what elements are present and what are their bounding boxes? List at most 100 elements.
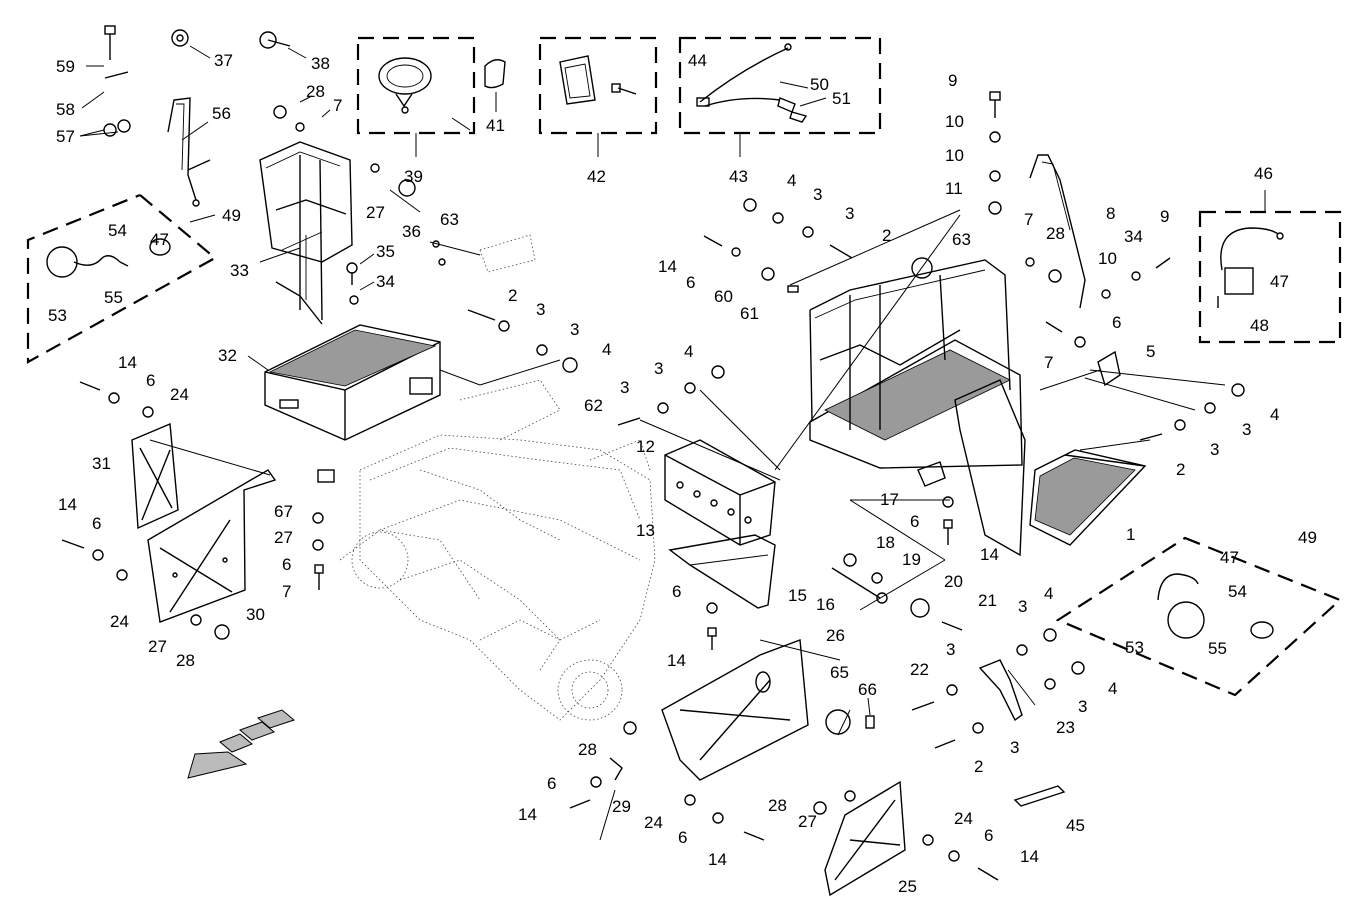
callout-51: 51	[832, 89, 851, 108]
callout-47-c: 47	[1220, 548, 1239, 567]
step-platform-1	[809, 339, 1147, 557]
front-arrow	[187, 709, 296, 779]
callout-2-c: 2	[1176, 460, 1185, 479]
callout-53-a: 53	[48, 306, 67, 325]
callout-7-c: 7	[1044, 353, 1053, 372]
callout-23: 23	[1056, 718, 1075, 737]
callout-5: 5	[1146, 342, 1155, 361]
callout-53-b: 53	[1125, 638, 1144, 657]
callout-3-c: 3	[536, 300, 545, 319]
callout-56: 56	[212, 104, 231, 123]
callout-28-b: 28	[1046, 224, 1065, 243]
callout-49-a: 49	[222, 206, 241, 225]
callout-28-d: 28	[578, 740, 597, 759]
callout-6-i: 6	[678, 828, 687, 847]
callout-36: 36	[402, 222, 421, 241]
callout-28-c: 28	[176, 651, 195, 670]
callout-11: 11	[945, 179, 963, 198]
callout-4-e: 4	[1044, 584, 1053, 603]
kit-box-39	[356, 36, 476, 157]
chassis-frame	[339, 234, 656, 721]
callout-3-f: 3	[620, 378, 629, 397]
callout-3-k: 3	[1078, 697, 1087, 716]
bracket-5	[1097, 350, 1121, 387]
callout-4-b: 4	[602, 340, 611, 359]
callout-24-a: 24	[170, 385, 189, 404]
lens-41	[484, 59, 506, 112]
callout-4-d: 4	[1270, 405, 1279, 424]
callout-62: 62	[584, 396, 603, 415]
grab-handle-56	[167, 97, 211, 207]
kit-box-43	[678, 36, 882, 157]
callout-25: 25	[898, 877, 917, 896]
callout-13: 13	[636, 521, 655, 540]
callout-14-f: 14	[518, 805, 537, 824]
callout-38: 38	[311, 54, 330, 73]
callout-3-l: 3	[1010, 738, 1019, 757]
callout-6-f: 6	[92, 514, 101, 533]
callout-34-b: 34	[1124, 227, 1143, 246]
callout-3-d: 3	[570, 320, 579, 339]
callout-4-c: 4	[684, 342, 693, 361]
callout-3-a: 3	[813, 185, 822, 204]
callout-55-a: 55	[104, 288, 123, 307]
callout-49-b: 49	[1298, 528, 1317, 547]
callout-14-h: 14	[1020, 847, 1039, 866]
callout-63-a: 63	[440, 210, 459, 229]
callout-14-d: 14	[58, 495, 77, 514]
callout-3-e: 3	[654, 359, 663, 378]
callout-8: 8	[1106, 204, 1115, 223]
callout-20: 20	[944, 572, 963, 591]
callout-14-g: 14	[708, 850, 727, 869]
callout-15: 15	[788, 586, 807, 605]
callout-28-e: 28	[768, 796, 787, 815]
callout-47-a: 47	[150, 230, 169, 249]
callout-32: 32	[218, 346, 237, 365]
callout-3-g: 3	[1242, 420, 1251, 439]
platform-32	[264, 324, 441, 441]
knob-66	[865, 715, 875, 729]
callout-27-a: 27	[366, 203, 385, 222]
cover-31	[131, 422, 179, 530]
callout-18: 18	[876, 533, 895, 552]
callout-19: 19	[902, 550, 921, 569]
bracket-12	[664, 439, 776, 546]
callout-7-a: 7	[333, 96, 342, 115]
callout-7-b: 7	[1024, 210, 1033, 229]
callout-14-e: 14	[667, 651, 686, 670]
callout-3-b: 3	[845, 204, 854, 223]
callout-22: 22	[910, 660, 929, 679]
callout-14-a: 14	[658, 257, 677, 276]
callout-10-c: 10	[1098, 249, 1117, 268]
callout-67: 67	[274, 502, 293, 521]
callout-60: 60	[714, 287, 733, 306]
callout-7-d: 7	[282, 582, 291, 601]
callout-10-b: 10	[945, 146, 964, 165]
callout-27-b: 27	[274, 528, 293, 547]
bracket-13	[668, 534, 776, 609]
callout-61: 61	[740, 304, 759, 323]
bracket-17	[917, 461, 946, 487]
clip-67	[317, 469, 335, 483]
bracket-23	[978, 659, 1036, 722]
callout-33: 33	[230, 261, 249, 280]
callout-17: 17	[880, 490, 899, 509]
callout-54-b: 54	[1228, 582, 1247, 601]
callout-6-e: 6	[282, 555, 291, 574]
callout-66: 66	[858, 680, 877, 699]
callout-6-c: 6	[146, 371, 155, 390]
cover-26	[661, 639, 809, 781]
callout-48: 48	[1250, 316, 1269, 335]
cap-65	[825, 709, 851, 735]
callout-44: 44	[688, 51, 707, 70]
callout-27-c: 27	[148, 637, 167, 656]
callout-9-a: 9	[948, 71, 957, 90]
callout-1: 1	[1126, 525, 1135, 544]
callout-24-c: 24	[644, 813, 663, 832]
callout-3-j: 3	[946, 640, 955, 659]
fasteners	[61, 25, 1245, 881]
callout-6-j: 6	[984, 826, 993, 845]
callout-63-b: 63	[952, 230, 971, 249]
